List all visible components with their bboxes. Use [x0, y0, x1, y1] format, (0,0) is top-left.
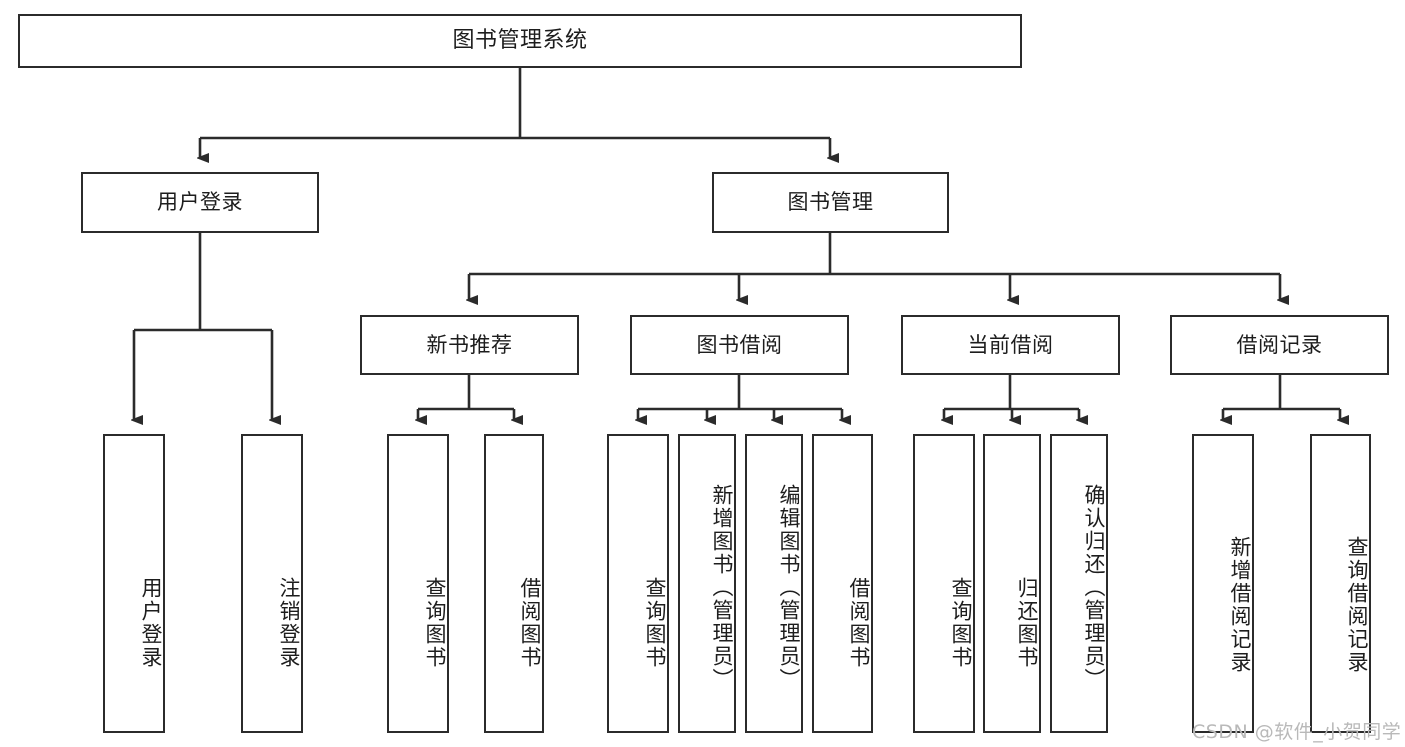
node-borrow-record[interactable]: 借阅记录: [1170, 315, 1389, 375]
node-borrow-record-label: 借阅记录: [1236, 332, 1323, 357]
node-leaf-borrow-book-2[interactable]: 借阅图书: [812, 434, 873, 733]
node-user-login[interactable]: 用户登录: [81, 172, 319, 233]
node-book-borrow-label: 图书借阅: [696, 332, 783, 357]
node-leaf-return-book[interactable]: 归还图书: [983, 434, 1041, 733]
node-leaf-edit-book-label: 编辑图书（管理员）: [777, 484, 801, 691]
node-leaf-query-record[interactable]: 查询借阅记录: [1310, 434, 1371, 733]
node-leaf-query-book-2[interactable]: 查询图书: [607, 434, 669, 733]
node-user-login-label: 用户登录: [157, 190, 243, 215]
node-leaf-add-record[interactable]: 新增借阅记录: [1192, 434, 1254, 733]
node-leaf-query-book-1-label: 查询图书: [423, 576, 447, 669]
node-book-borrow[interactable]: 图书借阅: [630, 315, 849, 375]
node-new-book-recommend[interactable]: 新书推荐: [360, 315, 579, 375]
node-leaf-add-record-label: 新增借阅记录: [1228, 535, 1252, 674]
node-current-borrow-label: 当前借阅: [967, 332, 1054, 357]
node-leaf-user-login[interactable]: 用户登录: [103, 434, 165, 733]
node-leaf-confirm-return[interactable]: 确认归还（管理员）: [1050, 434, 1108, 733]
node-leaf-logout-label: 注销登录: [277, 576, 301, 669]
node-leaf-query-book-1[interactable]: 查询图书: [387, 434, 449, 733]
node-leaf-borrow-book-1[interactable]: 借阅图书: [484, 434, 544, 733]
node-leaf-borrow-book-2-label: 借阅图书: [847, 576, 871, 669]
node-leaf-borrow-book-1-label: 借阅图书: [518, 576, 542, 669]
node-leaf-confirm-return-label: 确认归还（管理员）: [1082, 484, 1106, 691]
node-leaf-return-book-label: 归还图书: [1015, 576, 1039, 669]
node-leaf-query-record-label: 查询借阅记录: [1345, 535, 1369, 674]
node-leaf-query-book-3[interactable]: 查询图书: [913, 434, 975, 733]
node-leaf-logout[interactable]: 注销登录: [241, 434, 303, 733]
node-leaf-query-book-3-label: 查询图书: [949, 576, 973, 669]
watermark: CSDN @软件_小贺同学: [1192, 721, 1402, 743]
node-leaf-add-book-label: 新增图书（管理员）: [710, 484, 734, 691]
node-leaf-add-book[interactable]: 新增图书（管理员）: [678, 434, 736, 733]
node-current-borrow[interactable]: 当前借阅: [901, 315, 1120, 375]
node-root-label: 图书管理系统: [452, 28, 588, 54]
node-book-management-label: 图书管理: [787, 190, 874, 215]
node-leaf-user-login-label: 用户登录: [139, 576, 163, 669]
node-book-management[interactable]: 图书管理: [712, 172, 949, 233]
node-new-book-recommend-label: 新书推荐: [426, 332, 513, 357]
node-leaf-query-book-2-label: 查询图书: [643, 576, 667, 669]
node-root[interactable]: 图书管理系统: [18, 14, 1022, 68]
node-leaf-edit-book[interactable]: 编辑图书（管理员）: [745, 434, 803, 733]
